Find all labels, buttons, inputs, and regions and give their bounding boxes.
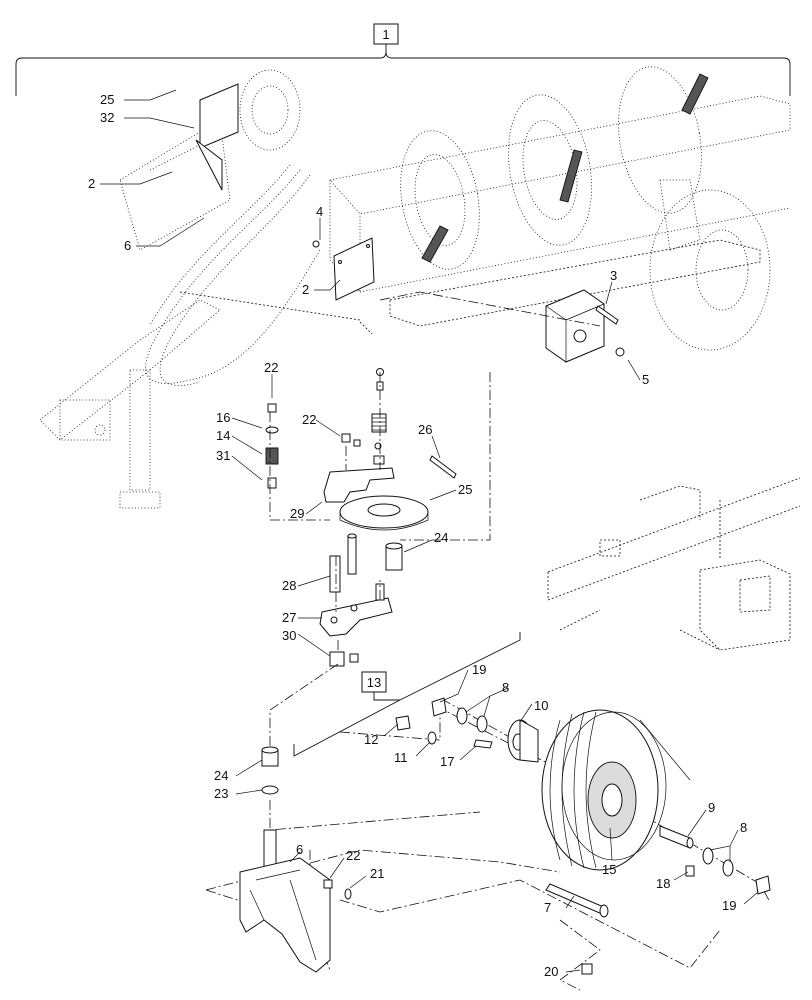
- callout-25-top: 25: [100, 92, 114, 107]
- callout-23: 23: [214, 786, 228, 801]
- tire-15: [541, 709, 691, 871]
- callout-25-mid: 25: [458, 482, 472, 497]
- spring-upper: [371, 413, 387, 433]
- bolt-3: [595, 305, 619, 325]
- rod-26: [429, 455, 457, 479]
- callout-17: 17: [440, 754, 454, 769]
- cover-plate-2: [333, 237, 375, 301]
- callout-9: 9: [708, 800, 715, 815]
- callout-14: 14: [216, 428, 230, 443]
- callout-22-a: 22: [264, 360, 278, 375]
- plate-6-wedge: [195, 139, 223, 191]
- callout-labels: 25 32 2 6 4 2 3 5 22 16 14 31 22 26 25 2…: [88, 92, 747, 979]
- bearing-8-b: [702, 847, 714, 865]
- washer-23: [261, 785, 279, 795]
- bushing-19-b: [755, 875, 771, 895]
- callout-11: 11: [394, 750, 408, 765]
- callout-26: 26: [418, 422, 432, 437]
- callout-30: 30: [282, 628, 296, 643]
- callout-3: 3: [610, 268, 617, 283]
- callout-22-c: 22: [346, 848, 360, 863]
- wheel-assembly-parts: [239, 697, 771, 975]
- mount-bracket: [545, 289, 605, 363]
- callout-7: 7: [544, 900, 551, 915]
- axle-9: [659, 825, 691, 849]
- machine-frame-phantom: [39, 66, 791, 509]
- bushing-24-a: [385, 545, 403, 571]
- plate-27: [319, 597, 393, 637]
- cap-30: [329, 651, 345, 667]
- plate-2-top: [199, 83, 239, 149]
- callout-leaders: [100, 89, 759, 973]
- pin-7: [545, 883, 607, 915]
- spring-14: [265, 447, 279, 465]
- bolt-17: [473, 739, 493, 749]
- callout-24-b: 24: [214, 768, 228, 783]
- callout-22-b: 22: [302, 412, 316, 427]
- washer-11: [427, 731, 437, 745]
- pin-28: [329, 555, 341, 593]
- assembly-bracket-1: 1: [15, 23, 791, 96]
- callout-32: 32: [100, 110, 114, 125]
- callout-2-mid: 2: [302, 282, 309, 297]
- assembly-label-13: 13: [367, 675, 381, 690]
- callout-12: 12: [364, 732, 378, 747]
- nut-22-c: [323, 879, 333, 889]
- callout-15: 15: [602, 862, 616, 877]
- washer-21: [344, 888, 352, 900]
- callout-2-top: 2: [88, 176, 95, 191]
- bolt-18: [685, 865, 695, 877]
- callout-21: 21: [370, 866, 384, 881]
- callout-8-b: 8: [740, 820, 747, 835]
- callout-27: 27: [282, 610, 296, 625]
- callout-16: 16: [216, 410, 230, 425]
- callout-29: 29: [290, 506, 304, 521]
- bearing-8-a: [456, 707, 468, 725]
- caster-fork-6: [239, 829, 331, 973]
- bushing-19-a: [431, 697, 447, 717]
- callout-5: 5: [642, 372, 649, 387]
- callout-18: 18: [656, 876, 670, 891]
- plate-29: [323, 467, 395, 503]
- callout-6-bottom: 6: [296, 842, 303, 857]
- callout-10: 10: [534, 698, 548, 713]
- spacer-31: [267, 477, 277, 489]
- right-frame-phantom: [547, 477, 801, 651]
- upper-solid-parts: [195, 83, 625, 363]
- nut-22-a: [267, 403, 277, 413]
- callout-19-b: 19: [722, 898, 736, 913]
- bolt-20: [581, 963, 593, 975]
- callout-20: 20: [544, 964, 558, 979]
- bolt-4: [312, 240, 320, 248]
- nut-12: [395, 715, 411, 731]
- callout-28: 28: [282, 578, 296, 593]
- callout-19-a: 19: [472, 662, 486, 677]
- assembly-label-1: 1: [382, 27, 389, 42]
- caster-pivot-assembly: [265, 291, 601, 667]
- callout-8-a: 8: [502, 680, 509, 695]
- callout-4: 4: [316, 204, 323, 219]
- nut-5: [615, 347, 625, 357]
- washer-16: [265, 426, 279, 434]
- callout-24-a: 24: [434, 530, 448, 545]
- assembly-bracket-13: 13: [293, 632, 521, 757]
- callout-6-top: 6: [124, 238, 131, 253]
- callout-31: 31: [216, 448, 230, 463]
